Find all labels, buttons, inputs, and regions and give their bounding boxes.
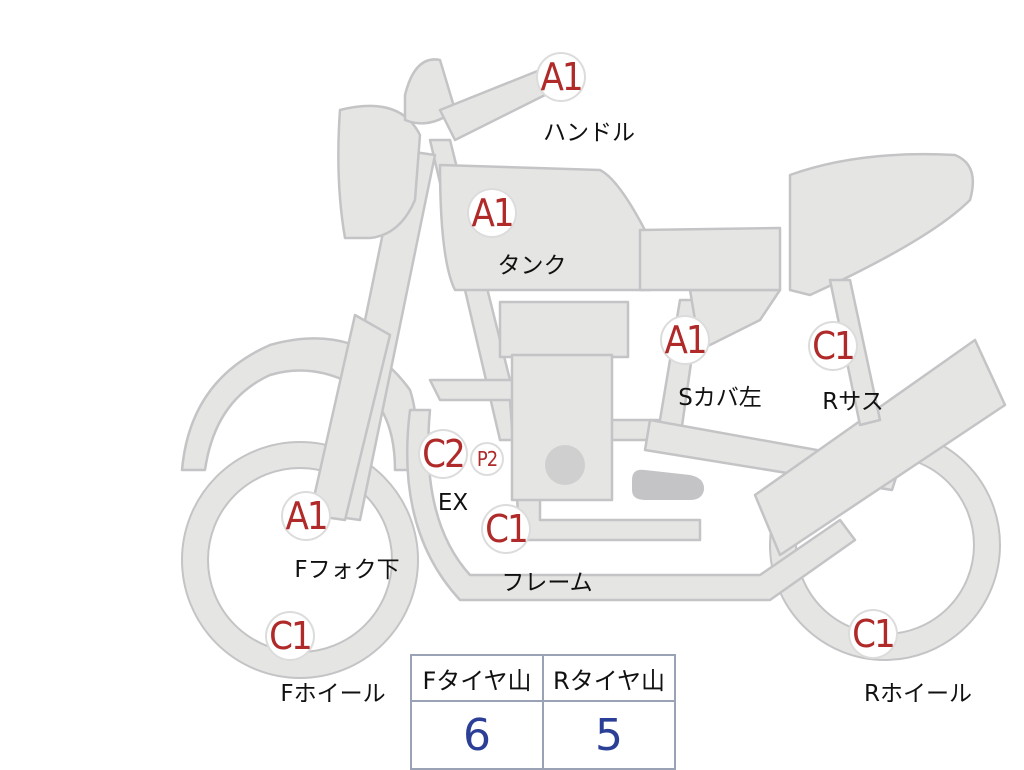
r-wheel-label: Rホイール <box>864 681 972 707</box>
exhaust-label: EX <box>437 490 469 516</box>
frame-label: フレーム <box>501 570 593 596</box>
rear-tire-value[interactable]: 5 <box>542 700 676 770</box>
exhaust-p-grade-badge[interactable]: P2 <box>472 444 502 474</box>
tire-table-header-row: Fタイヤ山 Rタイヤ山 <box>410 654 676 702</box>
tire-table-value-row: 6 5 <box>410 700 676 770</box>
r-sus-label: Rサス <box>822 389 884 415</box>
rear-tire-header: Rタイヤ山 <box>542 654 676 702</box>
muffler <box>753 338 1007 557</box>
headlight <box>337 104 422 240</box>
engine-cover <box>545 445 585 485</box>
tire-tread-table: Fタイヤ山 Rタイヤ山 6 5 <box>410 654 676 770</box>
exhaust-grade-badge[interactable]: C2 <box>420 431 466 477</box>
f-fork-label: Fフォク下 <box>294 557 400 583</box>
handlebar-bar <box>438 68 547 142</box>
side-cover-grade-badge[interactable]: A1 <box>662 317 708 363</box>
frame-grade-badge[interactable]: C1 <box>483 506 529 552</box>
f-wheel-grade-badge[interactable]: C1 <box>267 613 313 659</box>
tank-grade-badge[interactable]: A1 <box>469 190 515 236</box>
side-cover-label: Sカバ左 <box>678 385 762 411</box>
engine-top <box>498 300 630 359</box>
f-fork-grade-badge[interactable]: A1 <box>283 493 329 539</box>
front-tire-value[interactable]: 6 <box>410 700 544 770</box>
tank-label: タンク <box>497 253 567 279</box>
seat-cowl <box>788 152 975 297</box>
seat <box>638 226 782 292</box>
f-wheel-label: Fホイール <box>280 681 386 707</box>
handle-label: ハンドル <box>543 120 635 146</box>
footpeg <box>632 469 705 500</box>
r-wheel-grade-badge[interactable]: C1 <box>850 611 896 657</box>
front-tire-header: Fタイヤ山 <box>410 654 544 702</box>
fork-boot <box>308 313 392 522</box>
handle-grade-badge[interactable]: A1 <box>538 54 584 100</box>
r-sus-grade-badge[interactable]: C1 <box>810 323 856 369</box>
exhaust-pipe <box>405 408 857 602</box>
